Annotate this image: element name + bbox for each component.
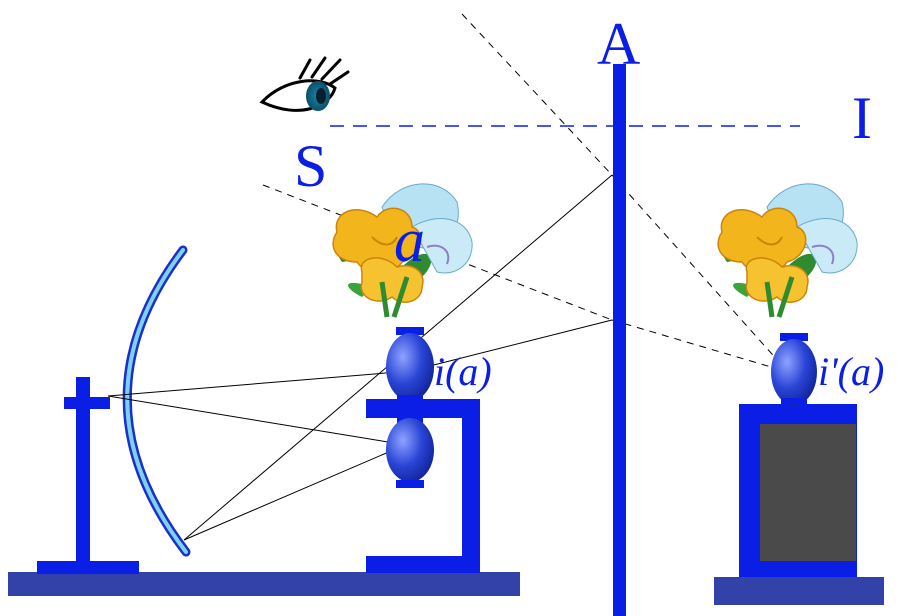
label-i-prime-a: i'(a) (818, 349, 885, 394)
label-a: a (394, 207, 425, 275)
vase-icon (771, 333, 817, 405)
label-i-a: i(a) (434, 349, 492, 394)
right-table-base (714, 577, 884, 605)
vase-icon (386, 327, 434, 401)
label-S: S (294, 133, 328, 199)
mirror-stand-arm (64, 397, 110, 409)
c-support (366, 399, 480, 573)
flower-icon (718, 184, 857, 317)
plane-mirror-A (613, 64, 626, 616)
mirror-stand-foot (37, 561, 139, 574)
left-table-base (8, 572, 520, 596)
vase-icon (386, 418, 434, 488)
label-A: A (597, 11, 641, 77)
eye-icon (259, 56, 350, 112)
mirror-stand-post (76, 377, 90, 563)
right-pedestal-panel (760, 424, 856, 561)
dashed-rays (262, 13, 789, 373)
label-I: I (852, 85, 872, 151)
